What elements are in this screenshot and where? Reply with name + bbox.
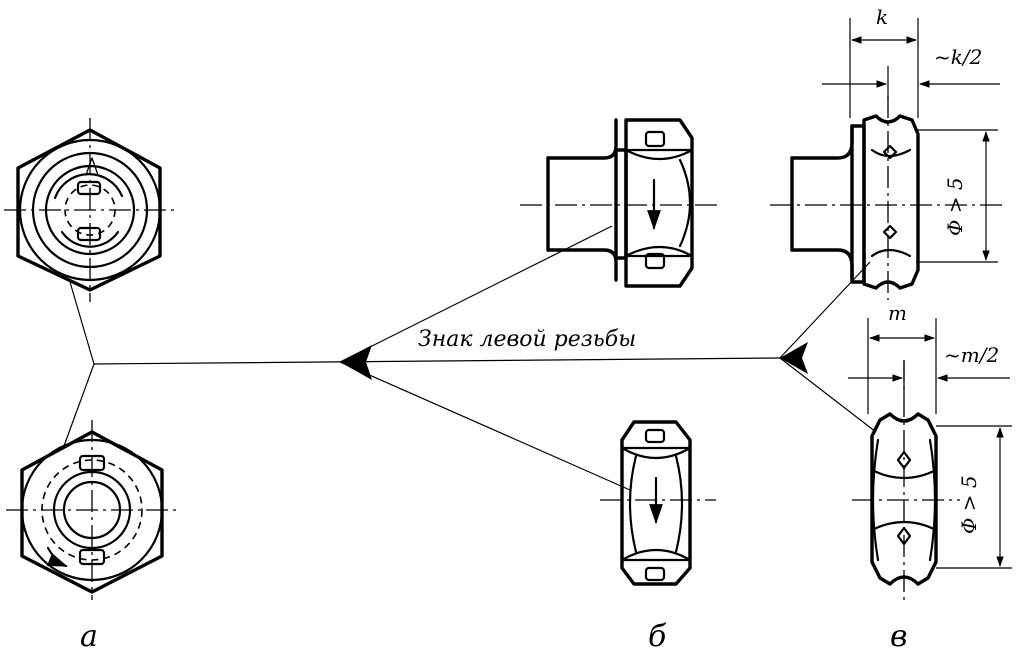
dim-label-k: k (876, 5, 888, 29)
view-v-nut-notched (848, 318, 1012, 600)
view-label-v: в (890, 619, 907, 652)
leader-fork-right (780, 342, 808, 374)
view-v-bolt-notched (770, 18, 1002, 300)
dim-label-dia-top: Φ > 5 (943, 177, 967, 236)
leader-lines (63, 225, 877, 491)
dim-label-m-half: ~m/2 (944, 343, 999, 367)
callout-label: Знак левой резьбы (418, 327, 636, 352)
leader-fork-left (340, 345, 372, 380)
view-b-bolt-side (520, 118, 720, 288)
view-label-b: б (648, 619, 667, 652)
dim-label-k-half: ~k/2 (934, 45, 982, 69)
view-label-a: а (80, 619, 98, 652)
view-b-nut-side (600, 420, 716, 586)
view-a-bottom-hex-nut (6, 420, 180, 600)
dim-label-dia-bottom: Φ > 5 (957, 475, 981, 534)
view-a-top-hex-head (4, 118, 176, 302)
dim-label-m: m (888, 301, 907, 325)
